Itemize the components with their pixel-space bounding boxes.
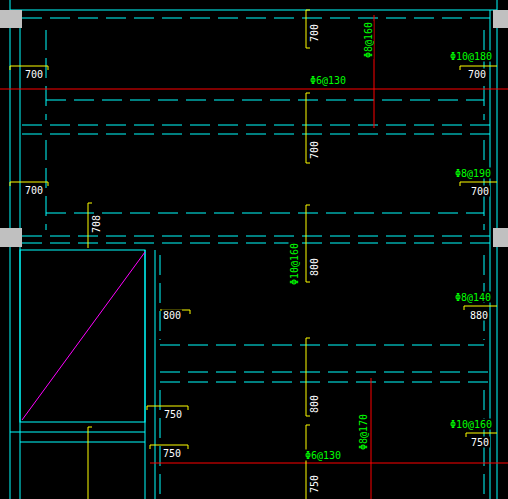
dimension-label: 750: [162, 448, 182, 459]
dimension-label: 700: [467, 69, 487, 80]
rebar-label: Φ8@170: [358, 413, 369, 451]
dimension-label: 708: [91, 214, 102, 234]
rebar-label: Φ6@130: [309, 75, 347, 86]
rebar-label: Φ10@160: [289, 242, 300, 286]
dimension-label: 700: [309, 140, 320, 160]
dimension-label: 880: [469, 310, 489, 321]
dimension-label: 800: [309, 257, 320, 277]
rebar-label: Φ10@160: [449, 419, 493, 430]
dimension-label: 800: [162, 310, 182, 321]
dimension-label: 700: [24, 69, 44, 80]
rebar-label: Φ8@190: [454, 168, 492, 179]
dimension-label: 750: [470, 437, 490, 448]
rebar-label: Φ8@160: [363, 21, 374, 59]
dimension-label: 800: [309, 394, 320, 414]
dimension-label: 700: [470, 186, 490, 197]
dimension-label: 700: [309, 23, 320, 43]
rebar-label: Φ10@180: [449, 51, 493, 62]
rebar-label: Φ8@140: [454, 292, 492, 303]
dimension-label: 750: [163, 409, 183, 420]
dimension-label: 750: [309, 474, 320, 494]
rebar-label: Φ6@130: [304, 450, 342, 461]
dimension-label: 700: [24, 185, 44, 196]
